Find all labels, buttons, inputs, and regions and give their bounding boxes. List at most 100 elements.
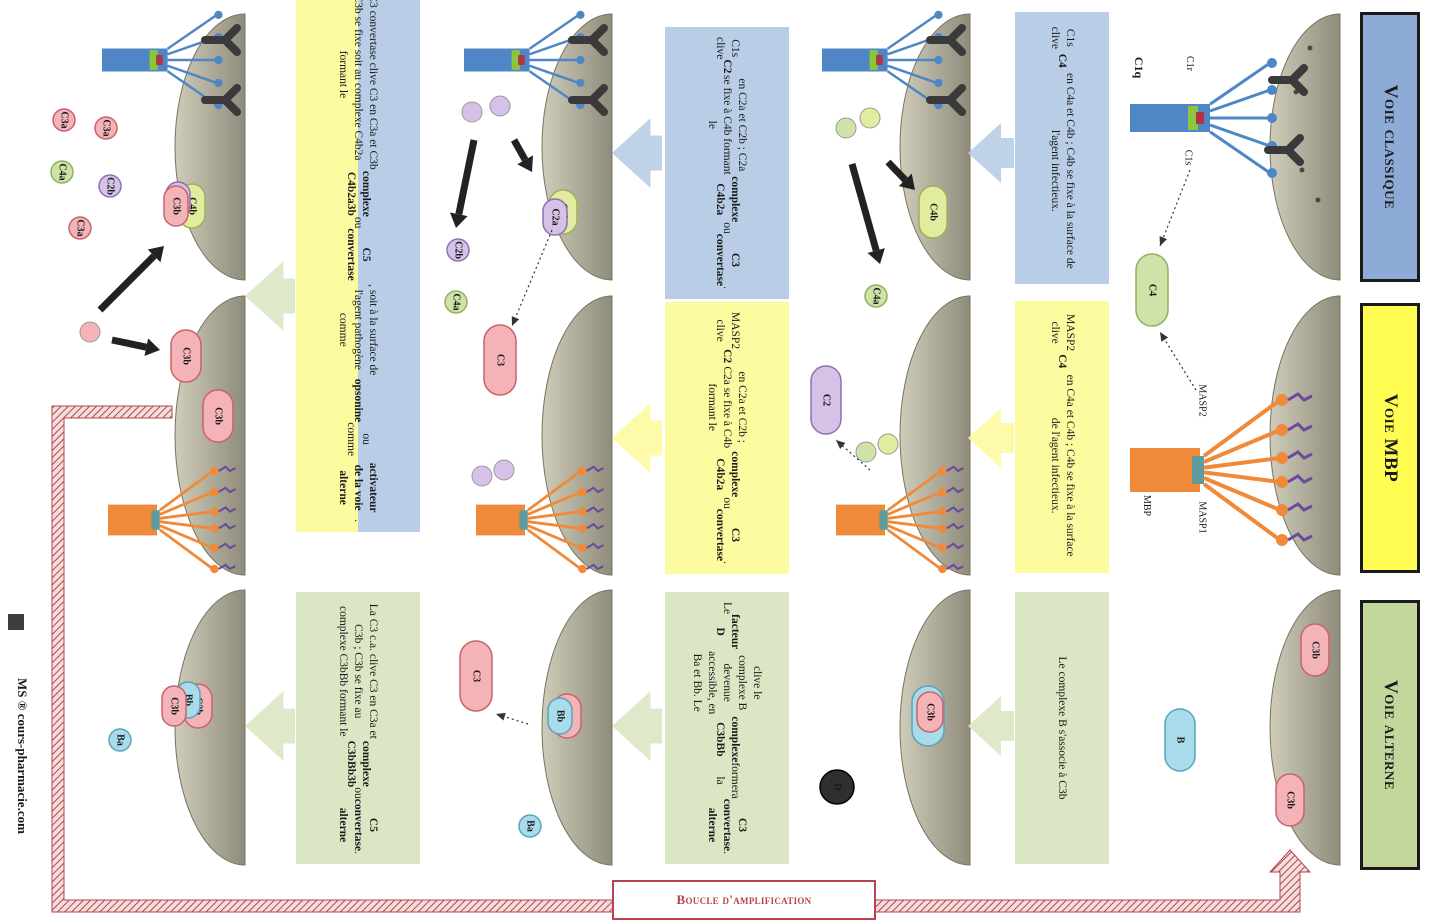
protein-c4a: C4a <box>864 284 888 308</box>
svg-text:C3b: C3b <box>925 703 936 721</box>
mbp-complex-2 <box>836 465 964 574</box>
fragment-8 <box>493 459 515 481</box>
antibody-8 <box>201 84 241 116</box>
step-classical-mbp-3: La C3 convertase clive C3 en C3a et C3b … <box>296 0 420 532</box>
footer-logo-icon <box>8 614 24 630</box>
dotted-arrow-c1s-c4-head <box>1159 236 1168 246</box>
dotted-arrow-c3bbb-c3-head <box>496 712 506 721</box>
svg-text:C3b: C3b <box>213 407 224 425</box>
fragment-2 <box>859 107 881 129</box>
svg-text:C3a: C3a <box>75 219 86 236</box>
protein-c3-2: C3 <box>459 640 493 712</box>
dotted-arrow-c1s-c4 <box>1159 169 1191 247</box>
protein-c3b-4: C3b <box>163 185 189 227</box>
antibody-1 <box>1268 64 1308 96</box>
svg-text:Ba: Ba <box>115 734 126 746</box>
membrane-8 <box>541 295 613 576</box>
arrow-alternative-2 <box>612 691 662 761</box>
black-arrow-3-head <box>517 155 533 172</box>
svg-text:C2b: C2b <box>453 241 464 259</box>
svg-text:C4b: C4b <box>928 203 939 221</box>
black-arrow-5 <box>97 253 157 313</box>
step-classical-1: C1s clive C4 en C4a et C4b ; C4b se fixe… <box>1015 12 1109 284</box>
protein-c3: C3 <box>483 324 517 396</box>
svg-text:Bb: Bb <box>555 710 566 723</box>
membrane-2 <box>1269 295 1341 576</box>
pore-4 <box>1315 197 1321 203</box>
dotted-arrow-c4b2a-c3 <box>511 229 553 327</box>
dotted-arrow-c4b2a-c3-head <box>511 316 520 326</box>
black-arrow-1-head <box>898 173 915 190</box>
fragment-1 <box>835 117 857 139</box>
pore-1 <box>1307 45 1313 51</box>
protein-c4: C4 <box>1135 253 1169 327</box>
c1-complex-2 <box>822 10 943 110</box>
arrow-classical-mbp-3 <box>245 261 295 331</box>
fragment-3 <box>855 441 877 463</box>
black-arrow-4-head <box>449 212 468 228</box>
protein-c3a-3: C3a <box>68 216 92 240</box>
protein-c2: C2 <box>810 365 842 435</box>
fragment-4 <box>877 433 899 455</box>
dotted-arrow-masp2-c4-head <box>1160 332 1169 342</box>
protein-c3b-6: C3b <box>202 389 234 443</box>
arrow-classical-2 <box>612 118 662 188</box>
mbp-complex <box>1130 392 1313 546</box>
membrane-5 <box>899 295 971 576</box>
step-mbp-2: MASP2 clive C2 en C2a et C2b ; C2a se fi… <box>665 302 789 574</box>
mbp-complex-4 <box>108 465 236 574</box>
protein-c3b-1: C3b <box>1300 623 1330 677</box>
mbp-complex-3 <box>476 465 604 574</box>
svg-text:D: D <box>832 783 843 790</box>
svg-text:C3b: C3b <box>1285 791 1296 809</box>
svg-text:C2b: C2b <box>105 177 116 195</box>
arrow-alternative-3 <box>245 691 295 761</box>
svg-text:C2a: C2a <box>550 208 561 225</box>
dotted-arrow-c3bbb-c3 <box>495 713 529 725</box>
footer-credit: MS ® cours-pharmacie.com <box>15 678 30 834</box>
svg-text:C4a: C4a <box>57 163 68 180</box>
svg-text:C2: C2 <box>821 394 832 406</box>
black-arrow-3 <box>510 138 529 162</box>
fragment-7 <box>471 465 493 487</box>
svg-text:C3b: C3b <box>1310 641 1321 659</box>
protein-ba-2: Ba <box>108 728 132 752</box>
protein-c3a-2: C3a <box>94 116 118 140</box>
svg-text:C3b: C3b <box>169 697 180 715</box>
header-alternative-pathway: Voie alterne <box>1360 600 1420 870</box>
black-arrow-1 <box>885 159 908 183</box>
svg-text:C3: C3 <box>471 670 482 682</box>
step-alternative-1: Le complexe B s'associe à C3b <box>1015 592 1109 864</box>
c1-complex <box>1130 58 1277 178</box>
arrow-classical-1 <box>968 123 1014 183</box>
svg-text:C4: C4 <box>1147 284 1158 296</box>
fragment-9 <box>79 321 101 343</box>
black-arrow-5-head <box>147 246 164 263</box>
antibody-3 <box>926 24 966 56</box>
svg-text:Ba: Ba <box>525 820 536 832</box>
black-arrow-6 <box>111 336 148 351</box>
protein-c3b-8: C3b <box>161 685 187 727</box>
label-mbp: MBP <box>1141 494 1153 517</box>
protein-bb: Bb <box>547 697 573 735</box>
protein-c2a-2: C2a <box>542 198 568 236</box>
label-c1s: C1s <box>1182 149 1194 166</box>
svg-text:C3b: C3b <box>171 197 182 215</box>
membrane-4 <box>899 13 971 281</box>
svg-text:C3: C3 <box>495 354 506 366</box>
protein-ba: Ba <box>518 814 542 838</box>
protein-c3b-5: C3b <box>170 329 202 383</box>
header-classical-pathway: Voie classique <box>1360 12 1420 282</box>
antibody-6 <box>568 84 608 116</box>
arrow-mbp-1 <box>968 408 1014 468</box>
antibody-5 <box>568 24 608 56</box>
protein-c3a-1: C3a <box>52 108 76 132</box>
svg-text:C3a: C3a <box>59 111 70 128</box>
dotted-arrow-masp2-c4 <box>1159 331 1197 391</box>
black-arrow-6-head <box>144 338 160 356</box>
protein-c4b-bound: C4b <box>918 185 948 239</box>
step-classical-2: C1s clive C2 en C2a et C2b ; C2a se fixe… <box>665 27 789 299</box>
fragment-5 <box>461 101 483 123</box>
svg-text:C4b: C4b <box>187 197 198 215</box>
